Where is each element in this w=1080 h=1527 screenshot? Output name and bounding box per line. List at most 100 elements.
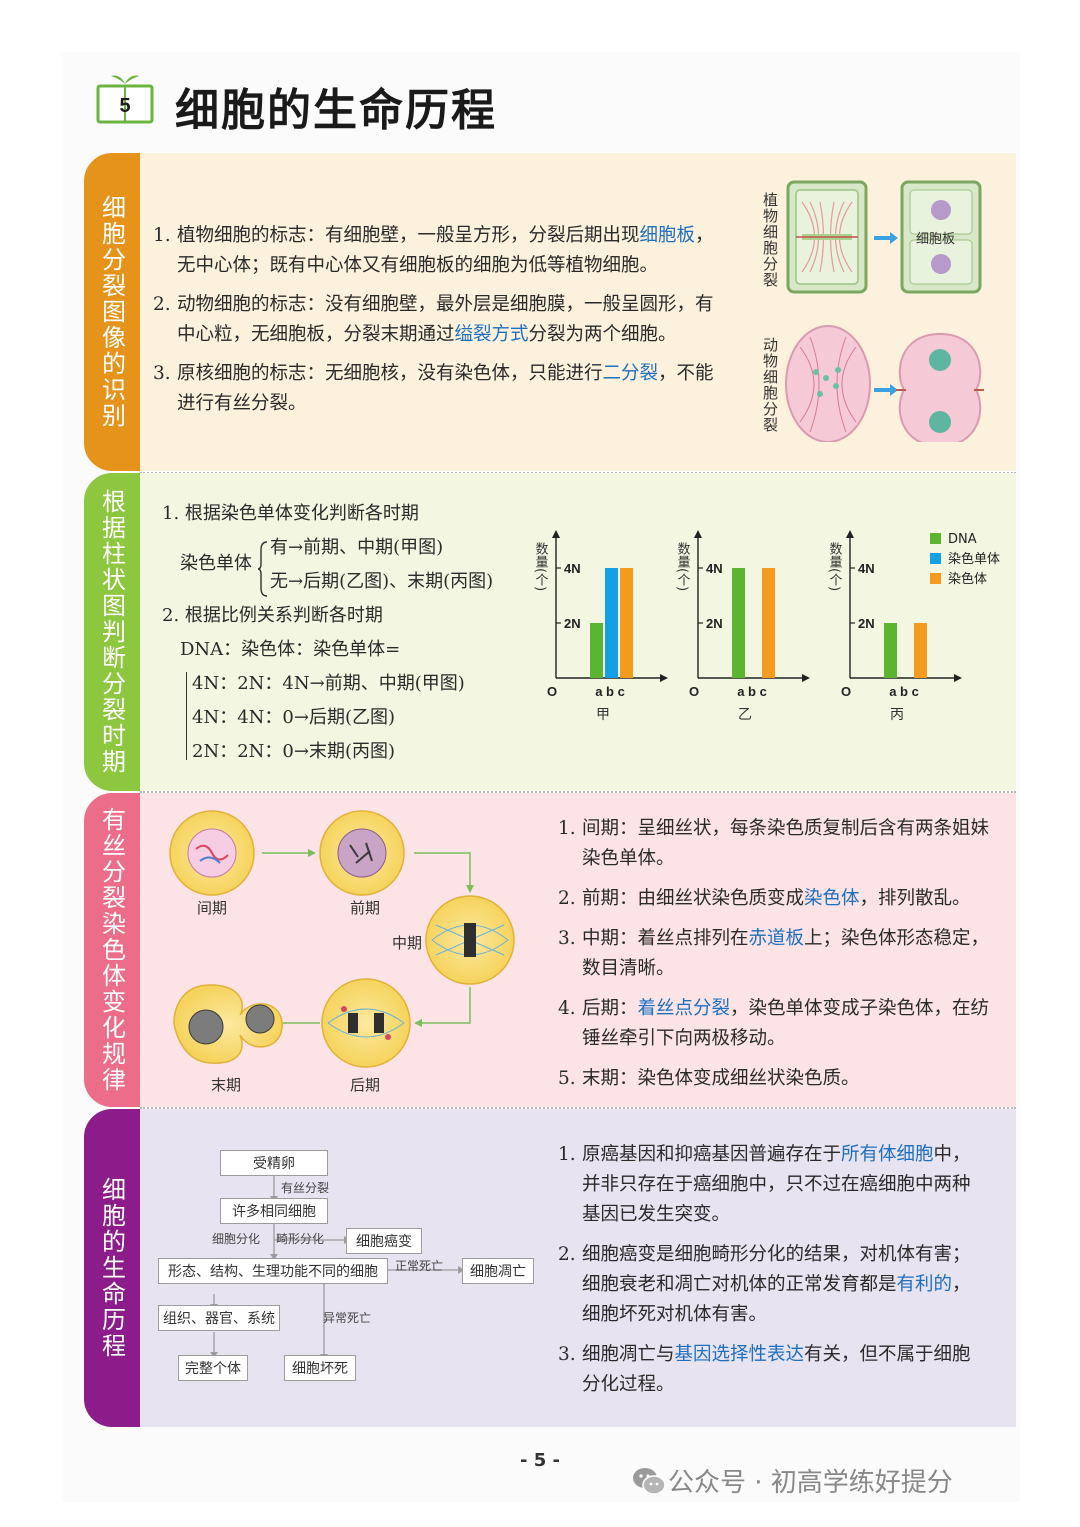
legend-swatch bbox=[930, 573, 941, 584]
watermark: 公众号 · 初高学练好提分 bbox=[668, 1468, 953, 1498]
ratio-line: 4N：2N：4N→前期、中期(甲图) bbox=[192, 673, 465, 694]
cell-division-illustration: 细胞板 bbox=[785, 180, 984, 442]
y-axis-label: 数量(个) bbox=[827, 542, 843, 591]
flow-organs: 组织、器官、系统 bbox=[158, 1305, 280, 1331]
flow-zygote: 受精卵 bbox=[220, 1150, 328, 1176]
list-item: 3.中期：着丝点排列在赤道板上；染色体形态稳定， bbox=[558, 928, 990, 949]
chart-title: 丙 bbox=[890, 707, 904, 723]
y-tick-label: 4N bbox=[706, 561, 723, 576]
bar-c bbox=[762, 568, 775, 678]
section-mitosis-chromosome: 有丝分裂染色体变化规律 bbox=[84, 793, 1016, 1107]
flow-abnormal-death-label: 异常死亡 bbox=[323, 1311, 372, 1325]
list-item: 5.末期：染色体变成细丝状染色质。 bbox=[558, 1068, 860, 1089]
plant-division-label: 植物细胞分裂 bbox=[761, 192, 779, 288]
bar-c bbox=[620, 568, 633, 678]
origin-label: O bbox=[841, 684, 851, 699]
bar-a bbox=[884, 623, 897, 678]
wechat-icon bbox=[633, 1468, 666, 1495]
legend-swatch bbox=[930, 533, 941, 544]
list-item: 2.细胞癌变是细胞畸形分化的结果，对机体有害； bbox=[558, 1244, 971, 1265]
x-category-labels: a b c bbox=[595, 684, 625, 699]
y-tick-label: 4N bbox=[858, 561, 875, 576]
origin-label: O bbox=[689, 684, 699, 699]
y-tick-label: 2N bbox=[564, 616, 581, 631]
brace-icon bbox=[257, 541, 268, 597]
prophase-label: 前期 bbox=[350, 899, 381, 917]
chapter-book-icon: 5 bbox=[96, 75, 154, 124]
chromatid-no: 无→后期(乙图)、末期(丙图) bbox=[270, 571, 494, 592]
y-tick-label: 2N bbox=[858, 616, 875, 631]
legend-label: DNA bbox=[948, 532, 977, 547]
ratio-line: 2N：2N：0→末期(丙图) bbox=[192, 741, 395, 762]
animal-division-label: 动物细胞分裂 bbox=[761, 337, 779, 433]
bar-a bbox=[732, 568, 745, 678]
flow-normal-death-label: 正常死亡 bbox=[395, 1259, 444, 1273]
mitosis-cycle-illustration bbox=[169, 810, 515, 1068]
flow-mitosis-label: 有丝分裂 bbox=[281, 1181, 330, 1195]
metaphase-label: 中期 bbox=[392, 934, 423, 952]
chromatid-label: 染色单体 bbox=[180, 553, 252, 574]
s3-item-list: 1.间期：呈细丝状，每条染色质复制后含有两条姐妹 染色单体。 2.前期：由细丝状… bbox=[558, 814, 1008, 1094]
chromatid-yes: 有→前期、中期(甲图) bbox=[270, 537, 444, 558]
cell-plate-label: 细胞板 bbox=[916, 232, 955, 247]
section-cell-image-identification: 细胞分裂图像的识别 bbox=[84, 153, 1016, 471]
y-axis-arrow bbox=[846, 530, 854, 538]
section-tab bbox=[84, 1109, 140, 1427]
y-axis-arrow bbox=[694, 530, 702, 538]
page-title: 细胞的生命历程 bbox=[175, 85, 497, 136]
bar-c bbox=[914, 623, 927, 678]
list-item: 1.植物细胞的标志：有细胞壁，一般呈方形，分裂后期出现细胞板， bbox=[153, 225, 714, 246]
section-tab-label: 根据柱状图判断分裂时期 bbox=[97, 489, 126, 775]
s2-item2: 2. 根据比例关系判断各时期 bbox=[162, 605, 383, 626]
bar-b bbox=[605, 568, 618, 678]
s4-item-list: 1.原癌基因和抑癌基因普遍存在于所有体细胞中， 并非只存在于癌细胞中，只不过在癌… bbox=[558, 1140, 1008, 1400]
list-item: 2.前期：由细丝状染色质变成染色体，排列散乱。 bbox=[558, 888, 971, 909]
flow-individual: 完整个体 bbox=[178, 1355, 248, 1381]
flow-cancer: 细胞癌变 bbox=[346, 1228, 422, 1254]
y-axis-arrow bbox=[552, 530, 560, 538]
interphase-label: 间期 bbox=[197, 899, 228, 917]
x-axis-arrow bbox=[954, 674, 962, 682]
chart-title: 甲 bbox=[596, 707, 610, 723]
section-tab-label: 有丝分裂染色体变化规律 bbox=[97, 807, 126, 1093]
flow-abnormal-diff-label: 畸形分化 bbox=[276, 1232, 325, 1246]
s1-item-list: 1.植物细胞的标志：有细胞壁，一般呈方形，分裂后期出现细胞板， 无中心体；既有中… bbox=[153, 221, 733, 419]
bar-a bbox=[590, 623, 603, 678]
x-axis-arrow bbox=[802, 674, 810, 682]
x-axis-arrow bbox=[660, 674, 668, 682]
ratio-bracket bbox=[186, 672, 187, 760]
list-item: 2.动物细胞的标志：没有细胞壁，最外层是细胞膜，一般呈圆形，有 bbox=[153, 294, 714, 315]
x-category-labels: a b c bbox=[889, 684, 919, 699]
x-category-labels: a b c bbox=[737, 684, 767, 699]
section-tab-label: 细胞分裂图像的识别 bbox=[97, 195, 126, 429]
list-item: 1.原癌基因和抑癌基因普遍存在于所有体细胞中， bbox=[558, 1144, 971, 1165]
section-tab bbox=[84, 473, 140, 791]
section-divider bbox=[140, 791, 1016, 793]
list-item: 3.细胞凋亡与基因选择性表达有关，但不属于细胞 bbox=[558, 1344, 971, 1365]
y-tick-label: 2N bbox=[706, 616, 723, 631]
origin-label: O bbox=[547, 684, 557, 699]
s2-item1: 1. 根据染色单体变化判断各时期 bbox=[162, 503, 419, 524]
section-divider bbox=[140, 1107, 1016, 1109]
flow-apoptosis: 细胞凋亡 bbox=[462, 1258, 534, 1284]
section-tab bbox=[84, 153, 140, 471]
anaphase-label: 后期 bbox=[350, 1076, 381, 1094]
chart-title: 乙 bbox=[738, 707, 752, 723]
page-number: - 5 - bbox=[520, 1450, 560, 1471]
legend-label: 染色体 bbox=[948, 571, 987, 587]
section-tab bbox=[84, 793, 140, 1107]
flow-necrosis: 细胞坏死 bbox=[284, 1355, 356, 1381]
flow-same-cells: 许多相同细胞 bbox=[220, 1198, 328, 1224]
flow-differentiation-label: 细胞分化 bbox=[212, 1232, 261, 1246]
chapter-number: 5 bbox=[119, 95, 130, 117]
section-tab-label: 细胞的生命历程 bbox=[97, 1177, 126, 1359]
section-bar-chart-phase: 根据柱状图判断分裂时期 bbox=[84, 473, 1016, 791]
flow-diff-cells: 形态、结构、生理功能不同的细胞 bbox=[158, 1258, 388, 1284]
legend-swatch bbox=[930, 553, 941, 564]
list-item: 4.后期：着丝点分裂，染色单体变成子染色体，在纺 bbox=[558, 998, 990, 1019]
ratio-label: DNA：染色体：染色单体= bbox=[180, 639, 401, 660]
list-item: 1.间期：呈细丝状，每条染色质复制后含有两条姐妹 bbox=[558, 818, 990, 839]
ratio-line: 4N：4N：0→后期(乙图) bbox=[192, 707, 395, 728]
list-item: 3.原核细胞的标志：无细胞核，没有染色体，只能进行二分裂，不能 bbox=[153, 363, 714, 384]
